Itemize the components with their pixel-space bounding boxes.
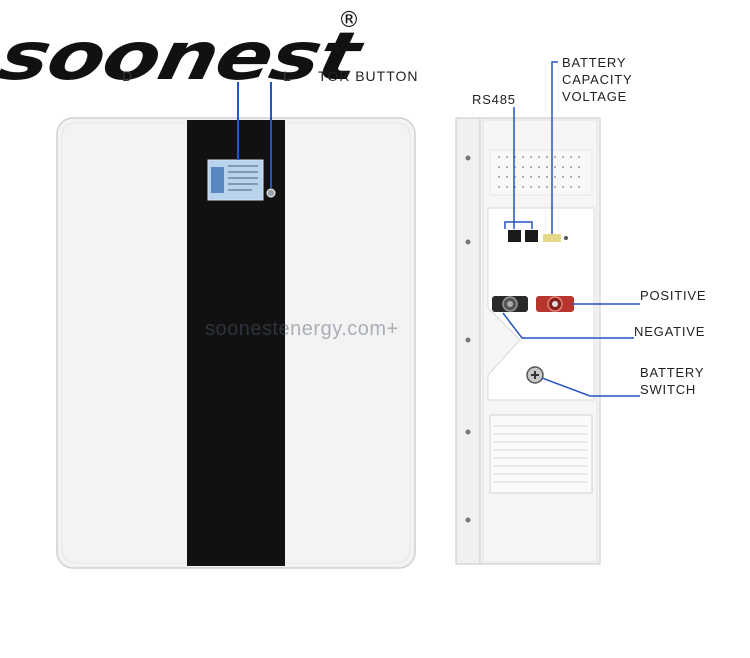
registered-mark: ®: [338, 8, 360, 33]
watermark: soonestenergy.com+: [205, 318, 399, 340]
spec-label: [489, 414, 593, 494]
rs485-port-1: [508, 230, 521, 242]
battery-switch-label: BATTERY SWITCH: [640, 365, 705, 397]
battery-front-panel: [56, 82, 416, 569]
battery-side-panel: [455, 61, 640, 565]
positive-label: POSITIVE: [640, 288, 707, 303]
negative-terminal: [492, 296, 528, 312]
battery-capacity-voltage-label: BATTERY CAPACITY VOLTAGE: [562, 55, 633, 104]
positive-terminal: [536, 296, 574, 312]
indicator-button-label: TOR BUTTON: [318, 68, 419, 84]
rs485-label: RS485: [472, 92, 516, 107]
display-label-fragment-2: L: [283, 68, 292, 84]
rs485-port-2: [525, 230, 538, 242]
display-label-fragment: D: [122, 68, 134, 84]
negative-label: NEGATIVE: [634, 324, 706, 339]
indicator-button: [266, 188, 276, 198]
